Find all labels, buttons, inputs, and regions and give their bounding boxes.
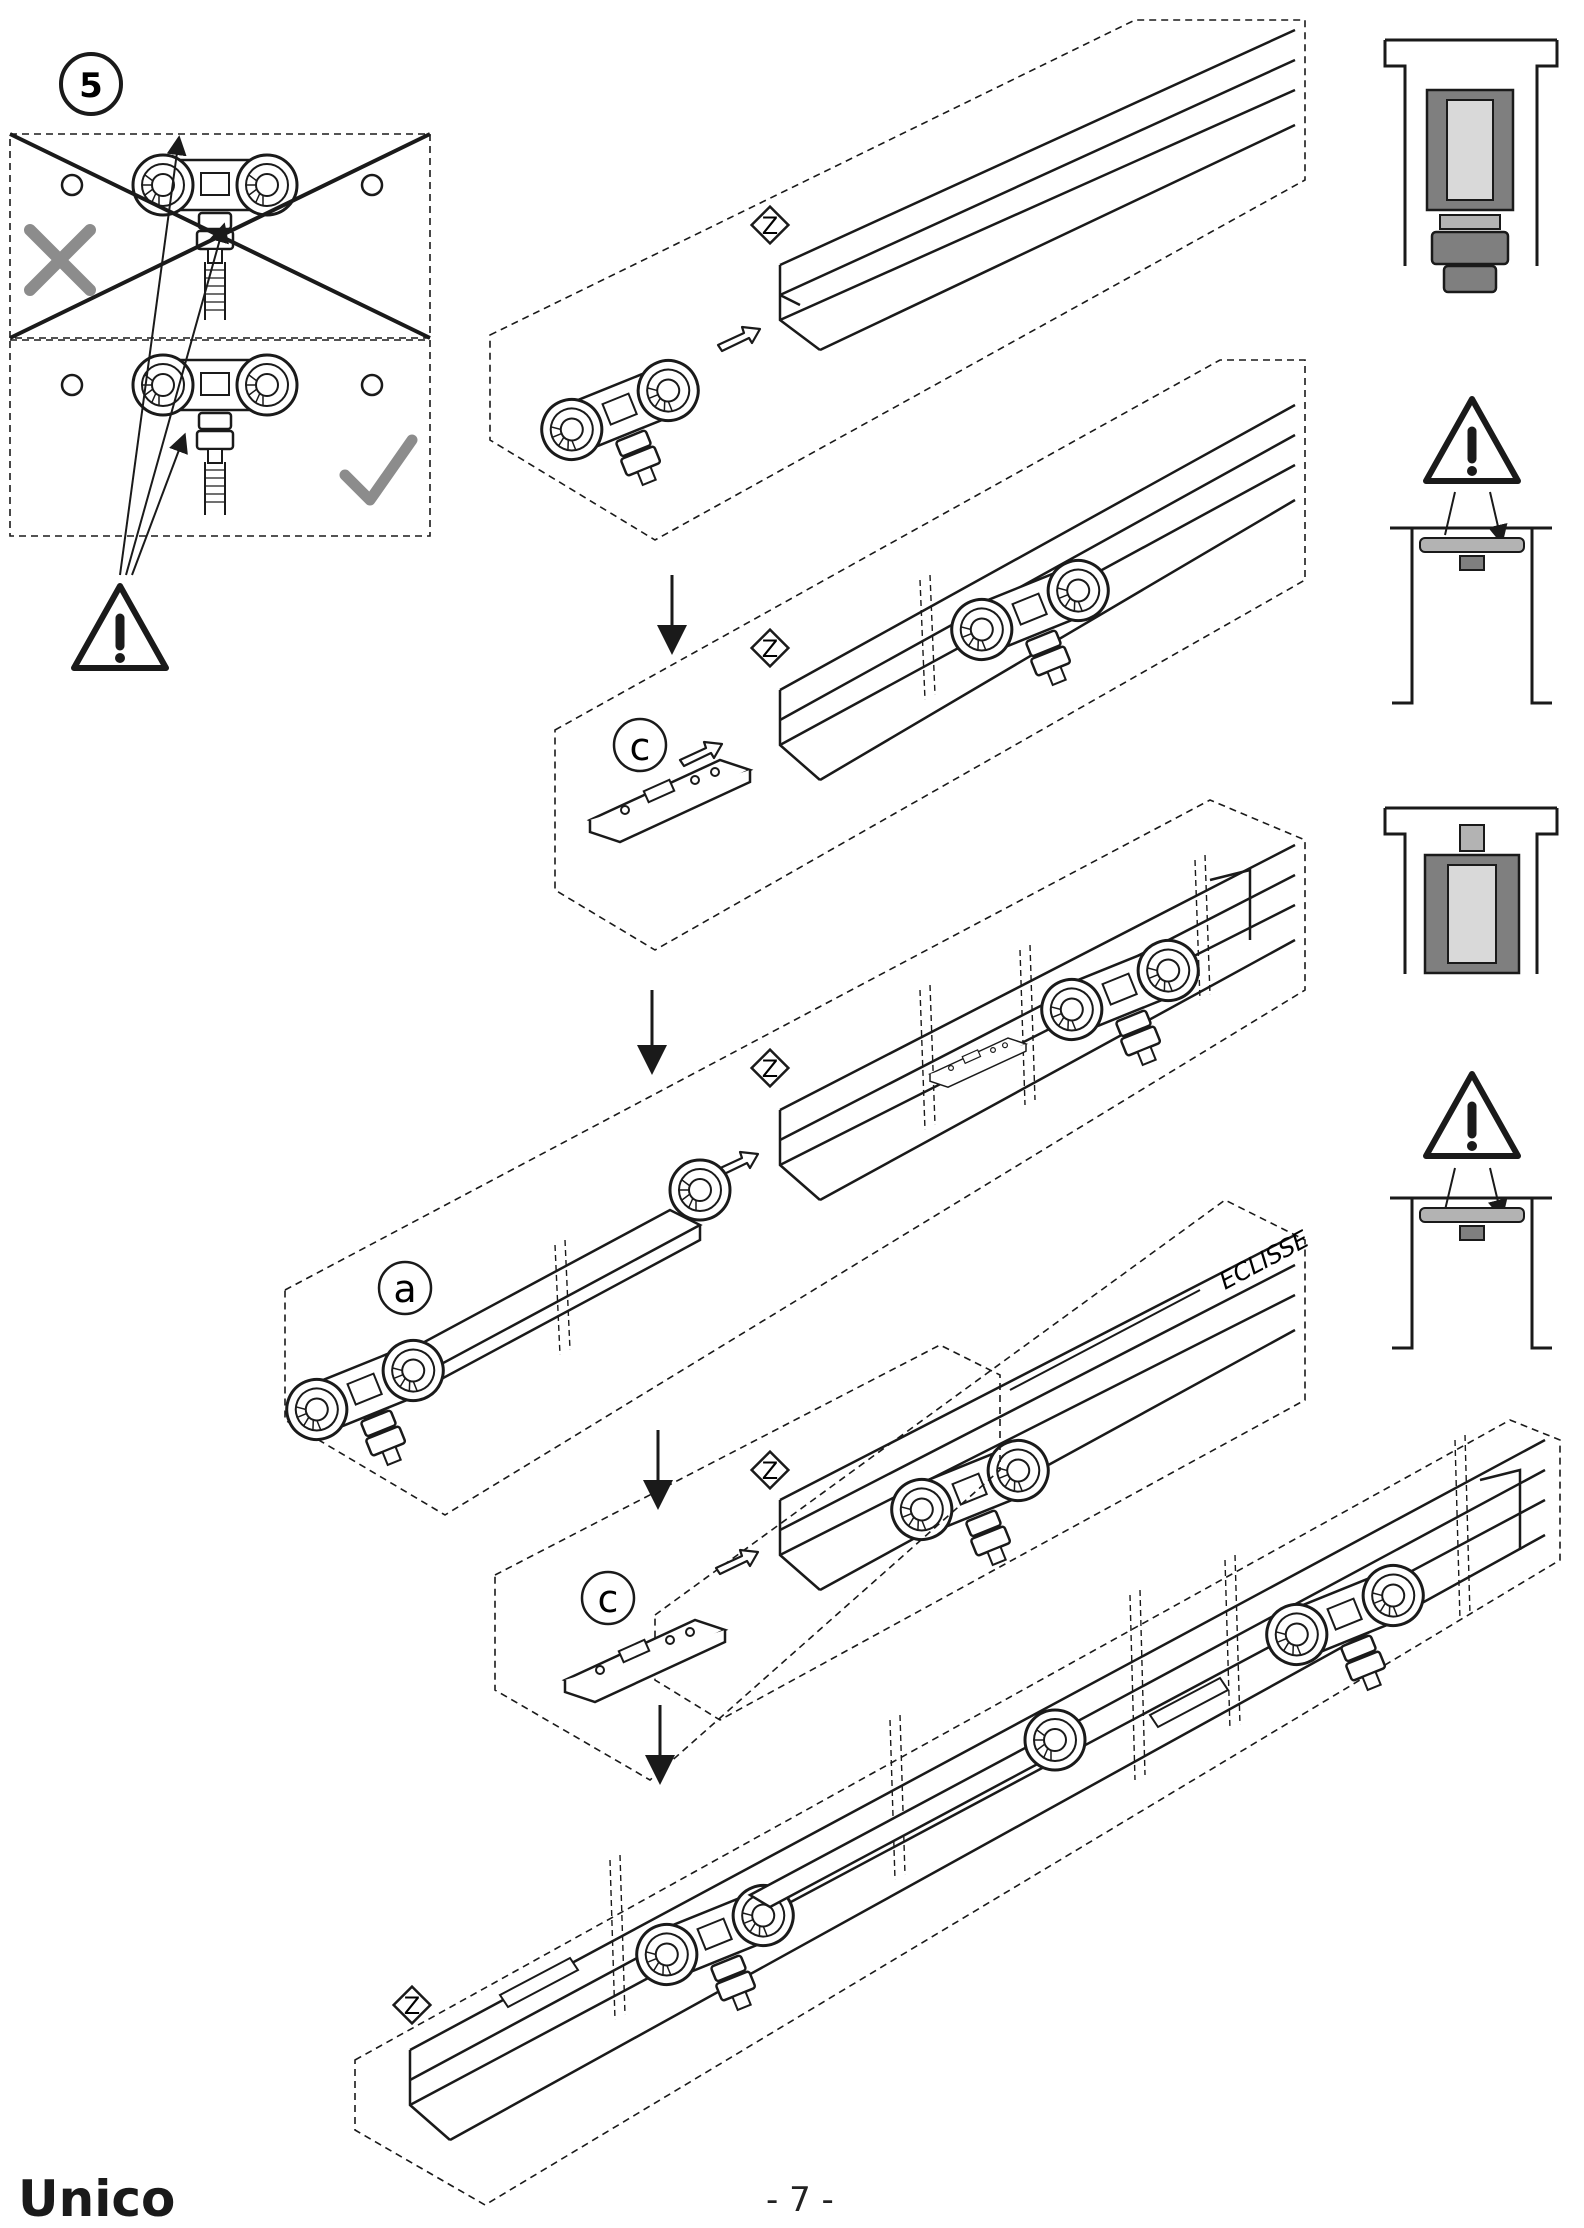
stage-5: c: [494, 1344, 1001, 1781]
svg-text:Z: Z: [404, 1992, 420, 2020]
warning-triangle-icon: [1426, 1074, 1518, 1156]
step-number: 5: [79, 66, 103, 106]
brand-name: Unico: [18, 2170, 176, 2228]
right-check-icon: [339, 434, 418, 506]
wrong-box: [9, 133, 431, 339]
right-carriage: [60, 355, 384, 515]
warning-triangle-icon: [74, 586, 166, 668]
profile-detail-1: [1383, 38, 1559, 294]
page-number: - 7 -: [766, 2180, 834, 2220]
svg-text:Z: Z: [762, 212, 778, 240]
warning-triangle-icon: [1426, 399, 1518, 481]
stage-6-final: Z: [354, 1419, 1561, 2206]
profile-detail-3: [1383, 806, 1559, 975]
wrong-x-icon: [24, 224, 96, 296]
stage-4: ECLISSE Z: [654, 1199, 1315, 1721]
right-box: [9, 339, 431, 537]
svg-text:c: c: [630, 725, 651, 769]
eclisse-logo: ECLISSE: [1215, 1225, 1315, 1296]
profile-detail-2: [1390, 399, 1552, 705]
step-number-circle: [59, 52, 123, 116]
step-5-panel: 5: [9, 52, 431, 668]
stage-2: Z c: [554, 359, 1306, 951]
svg-text:Z: Z: [762, 1457, 778, 1485]
stage-3: Z a: [278, 799, 1306, 1516]
wrong-carriage: [60, 155, 384, 320]
stage-1: Z: [489, 19, 1306, 541]
profile-detail-4: [1390, 1074, 1552, 1350]
svg-text:c: c: [598, 1577, 619, 1621]
svg-text:Z: Z: [762, 1055, 778, 1083]
svg-text:Z: Z: [762, 635, 778, 663]
svg-text:a: a: [393, 1267, 416, 1311]
